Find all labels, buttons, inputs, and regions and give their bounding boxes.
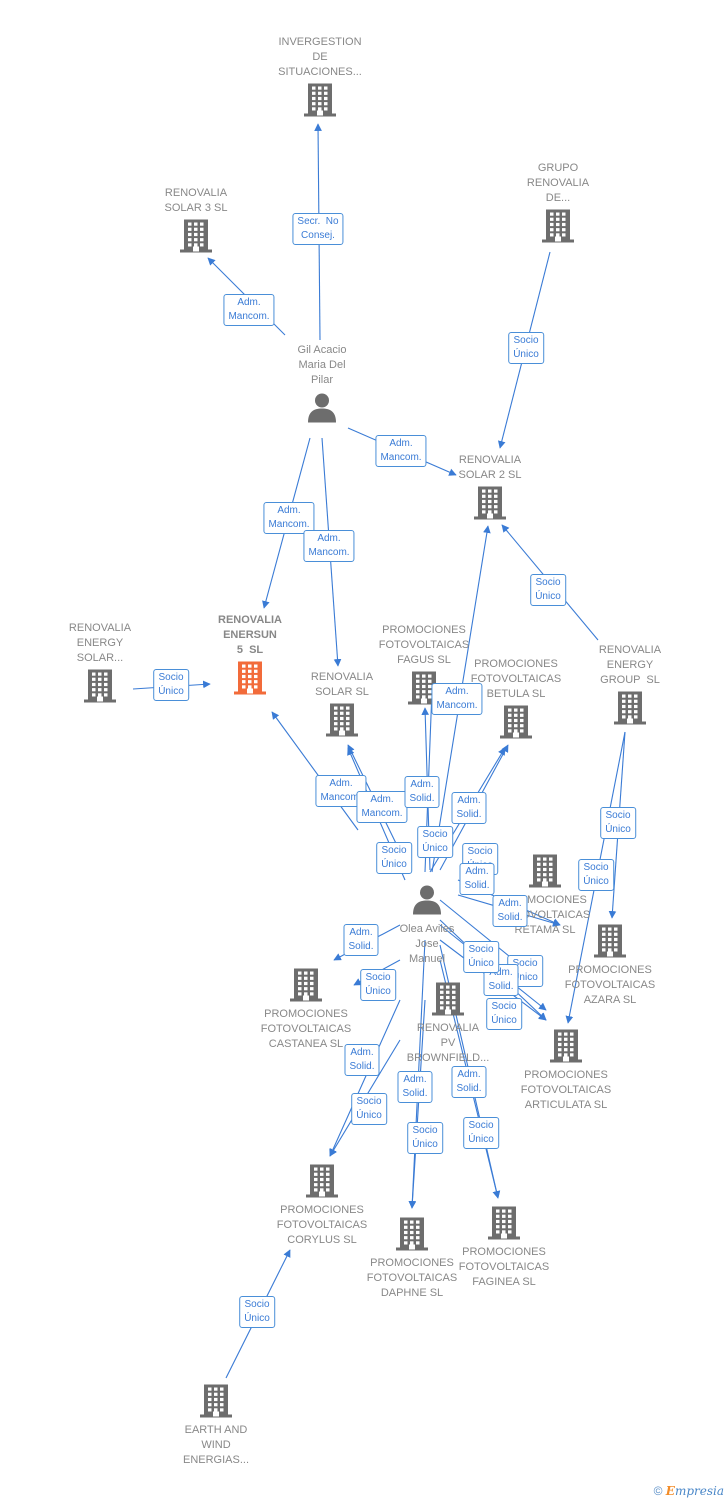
edge-label-olea-to-retama[interactable]: Socio Único	[463, 941, 499, 973]
building-icon[interactable]	[180, 218, 212, 259]
person-icon[interactable]	[412, 885, 442, 920]
building-icon[interactable]	[614, 690, 646, 731]
node-label-text: INVERGESTION DE SITUACIONES...	[278, 36, 362, 78]
node-label-text: RENOVALIA ENERGY GROUP SL	[598, 644, 662, 686]
edge-olea-to-retama	[439, 899, 521, 966]
edge-label-olea-to-castanea[interactable]: Adm. Solid.	[343, 924, 379, 956]
main-company-building-icon[interactable]	[234, 660, 266, 701]
node-label-text: PROMOCIONES FOTOVOLTAICAS ARTICULATA SL	[520, 1069, 612, 1111]
node-label-text: RENOVALIA ENERGY SOLAR...	[68, 622, 132, 664]
edge-label-grupo_renovalia-to-renovalia_solar2[interactable]: Socio Único	[508, 332, 544, 364]
node-label-text: PROMOCIONES FOTOVOLTAICAS FAGINEA SL	[458, 1246, 550, 1288]
building-icon[interactable]	[304, 82, 336, 123]
edge-label-gil_acacio-to-renovalia_solar2[interactable]: Adm. Mancom.	[375, 435, 427, 467]
building-icon[interactable]	[290, 967, 322, 1008]
node-label-renovalia_pv[interactable]: RENOVALIA PV BROWNFIELD...	[407, 1021, 490, 1066]
edge-label-olea-to-corylus[interactable]: Adm. Solid.	[344, 1044, 380, 1076]
node-label-text: PROMOCIONES FOTOVOLTAICAS BETULA SL	[470, 658, 562, 700]
edge-label-renovalia_group-to-azara[interactable]: Socio Único	[600, 807, 636, 839]
building-icon[interactable]	[529, 853, 561, 894]
edge-label-olea-to-fagus[interactable]: Adm. Mancom.	[431, 683, 483, 715]
person-icon[interactable]	[307, 393, 337, 428]
edge-label-olea-to-betula[interactable]: Socio Único	[417, 826, 453, 858]
node-label-renovalia_energy_solar[interactable]: RENOVALIA ENERGY SOLAR...	[69, 621, 131, 666]
node-label-betula[interactable]: PROMOCIONES FOTOVOLTAICAS BETULA SL	[471, 657, 561, 702]
edge-label-olea-to-corylus[interactable]: Socio Único	[351, 1093, 387, 1125]
node-label-text: PROMOCIONES FOTOVOLTAICAS FAGUS SL	[378, 624, 470, 666]
edge-olea-to-corylus	[329, 999, 401, 1157]
node-label-articulata[interactable]: PROMOCIONES FOTOVOLTAICAS ARTICULATA SL	[521, 1068, 611, 1113]
node-label-invergestion[interactable]: INVERGESTION DE SITUACIONES...	[278, 35, 362, 80]
building-icon[interactable]	[432, 981, 464, 1022]
building-icon[interactable]	[550, 1028, 582, 1069]
node-label-grupo_renovalia[interactable]: GRUPO RENOVALIA DE...	[527, 161, 589, 206]
node-label-text: EARTH AND WIND ENERGIAS...	[182, 1424, 250, 1466]
node-label-renovalia_group[interactable]: RENOVALIA ENERGY GROUP SL	[599, 643, 661, 688]
node-label-text: RENOVALIA SOLAR 2 SL	[458, 454, 522, 481]
edge-label-olea-to-retama[interactable]: Adm. Solid.	[459, 863, 495, 895]
edge-label-olea-to-articulata[interactable]: Socio Único	[486, 998, 522, 1030]
edge-label-gil_acacio-to-renovalia_solar3[interactable]: Adm. Mancom.	[223, 294, 275, 326]
node-label-renovalia_solar2[interactable]: RENOVALIA SOLAR 2 SL	[459, 453, 522, 483]
node-label-text: PROMOCIONES FOTOVOLTAICAS AZARA SL	[564, 964, 656, 1006]
node-label-olea[interactable]: Olea Aviles Jose Manuel	[400, 922, 455, 967]
node-label-text: Olea Aviles Jose Manuel	[399, 923, 455, 965]
building-icon[interactable]	[326, 702, 358, 743]
node-label-azara[interactable]: PROMOCIONES FOTOVOLTAICAS AZARA SL	[565, 963, 655, 1008]
node-label-text: GRUPO RENOVALIA DE...	[526, 162, 590, 204]
node-label-text: RENOVALIA SOLAR SL	[310, 671, 374, 698]
building-icon[interactable]	[200, 1383, 232, 1424]
node-label-text: RENOVALIA ENERSUN 5 SL	[218, 614, 282, 656]
edge-label-olea-to-daphne[interactable]: Socio Único	[407, 1122, 443, 1154]
building-icon[interactable]	[306, 1163, 338, 1204]
node-label-text: PROMOCIONES FOTOVOLTAICAS DAPHNE SL	[366, 1257, 458, 1299]
building-icon[interactable]	[488, 1205, 520, 1246]
building-icon[interactable]	[594, 923, 626, 964]
building-icon[interactable]	[84, 668, 116, 709]
node-label-castanea[interactable]: PROMOCIONES FOTOVOLTAICAS CASTANEA SL	[261, 1007, 351, 1052]
node-label-text: PROMOCIONES FOTOVOLTAICAS CASTANEA SL	[260, 1008, 352, 1050]
node-label-corylus[interactable]: PROMOCIONES FOTOVOLTAICAS CORYLUS SL	[277, 1203, 367, 1248]
node-label-renovalia_solar[interactable]: RENOVALIA SOLAR SL	[311, 670, 373, 700]
building-icon[interactable]	[542, 208, 574, 249]
node-label-renovalia_solar3[interactable]: RENOVALIA SOLAR 3 SL	[165, 186, 228, 216]
edge-label-olea-to-daphne[interactable]: Adm. Solid.	[397, 1071, 433, 1103]
node-label-earth_wind[interactable]: EARTH AND WIND ENERGIAS...	[183, 1423, 249, 1468]
edge-label-renovalia_group-to-articulata[interactable]: Socio Único	[578, 859, 614, 891]
edge-label-olea-to-fagus[interactable]: Adm. Solid.	[404, 776, 440, 808]
edge-label-renovalia_energy_solar-to-renovalia_enersun[interactable]: Socio Único	[153, 669, 189, 701]
node-label-daphne[interactable]: PROMOCIONES FOTOVOLTAICAS DAPHNE SL	[367, 1256, 457, 1301]
node-label-text: RENOVALIA PV BROWNFIELD...	[406, 1022, 490, 1064]
node-label-text: RENOVALIA SOLAR 3 SL	[164, 187, 228, 214]
node-label-renovalia_enersun[interactable]: RENOVALIA ENERSUN 5 SL	[218, 613, 282, 658]
edge-label-olea-to-faginea[interactable]: Socio Único	[463, 1117, 499, 1149]
brand-logo-text: mpresia	[674, 1484, 724, 1498]
footer-brand: © Empresia	[654, 1484, 724, 1498]
edge-label-olea-to-faginea[interactable]: Adm. Solid.	[451, 1066, 487, 1098]
node-label-gil_acacio[interactable]: Gil Acacio Maria Del Pilar	[298, 343, 347, 388]
building-icon[interactable]	[396, 1216, 428, 1257]
edge-label-gil_acacio-to-invergestion[interactable]: Secr. No Consej.	[292, 213, 344, 245]
edge-label-gil_acacio-to-renovalia_enersun[interactable]: Adm. Mancom.	[263, 502, 315, 534]
building-icon[interactable]	[474, 485, 506, 526]
edge-label-gil_acacio-to-renovalia_solar[interactable]: Adm. Mancom.	[303, 530, 355, 562]
edge-label-olea-to-retama[interactable]: Adm. Solid.	[492, 895, 528, 927]
edge-label-earth_wind-to-corylus[interactable]: Socio Único	[239, 1296, 275, 1328]
building-icon[interactable]	[500, 704, 532, 745]
edge-olea-to-daphne	[408, 999, 426, 1209]
node-label-text: Gil Acacio Maria Del Pilar	[297, 344, 347, 386]
edge-label-renovalia_group-to-renovalia_solar2[interactable]: Socio Único	[530, 574, 566, 606]
edge-label-olea-to-betula[interactable]: Adm. Solid.	[451, 792, 487, 824]
node-label-fagus[interactable]: PROMOCIONES FOTOVOLTAICAS FAGUS SL	[379, 623, 469, 668]
node-label-text: PROMOCIONES FOTOVOLTAICAS CORYLUS SL	[276, 1204, 368, 1246]
edge-label-olea-to-renovalia_solar[interactable]: Socio Único	[376, 842, 412, 874]
node-label-faginea[interactable]: PROMOCIONES FOTOVOLTAICAS FAGINEA SL	[459, 1245, 549, 1290]
copyright-symbol: ©	[653, 1484, 663, 1498]
edge-olea-to-renovalia_enersun	[271, 711, 359, 831]
brand-logo-e: E	[665, 1484, 675, 1498]
edge-label-olea-to-renovalia_solar[interactable]: Adm. Mancom.	[356, 791, 408, 823]
edge-label-olea-to-castanea[interactable]: Socio Único	[360, 969, 396, 1001]
